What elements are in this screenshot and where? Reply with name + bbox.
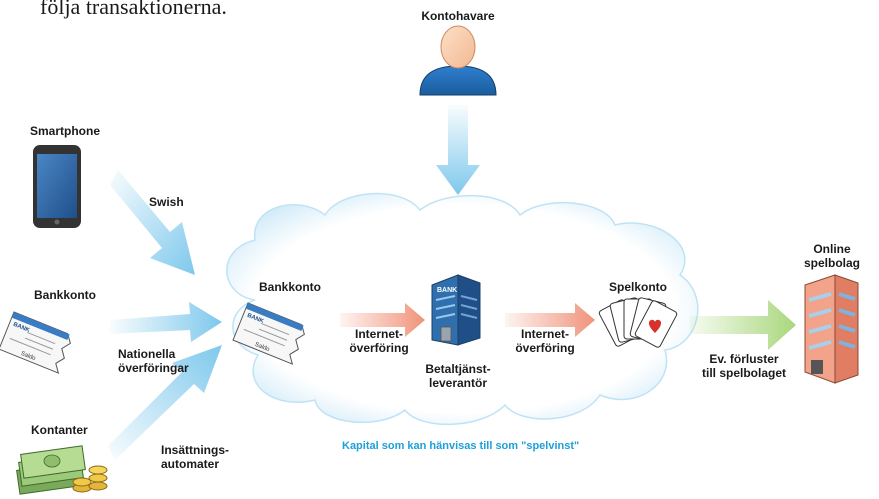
internet-transfer-2-label: Internet- överföring [515,327,575,355]
internet-transfer-arrow-2 [505,303,595,337]
person-icon [419,25,497,96]
losses-arrow [690,300,796,350]
cloud-caption: Kapital som kan hänvisas till som "spelv… [342,440,580,452]
cash-icon [16,445,108,495]
online-gaming-company-label: Online spelbolag [803,242,860,270]
swish-label: Swish [149,195,184,209]
bank-building-label: BANK [437,287,457,294]
account-holder-label: Kontohavare [421,9,495,23]
gaming-company-building-icon [804,274,859,384]
bank-building-icon: BANK [431,274,481,346]
payment-provider-label: Betaltjänst- leverantör [425,362,491,390]
gaming-account-label: Spelkonto [609,280,668,294]
internet-transfer-arrow-1 [340,303,425,337]
account-holder-arrow [436,105,480,195]
heading-text: följa transaktionerna. [40,0,227,19]
losses-label: Ev. förluster till spelbolaget [701,352,786,380]
saldo-label-left: Saldo [20,351,37,363]
bank-account-cloud-label: Bankkonto [259,280,322,294]
saldo-label-cloud: Saldo [254,342,271,354]
national-transfers-arrow [110,302,222,342]
internet-transfer-1-label: Internet- överföring [349,327,409,355]
bank-statement-icon-cloud: BANK Saldo [232,302,305,365]
national-transfers-label: Nationella överföringar [118,347,189,375]
cash-label: Kontanter [31,423,88,437]
bank-statement-icon-left: BANK Saldo [0,311,71,374]
deposit-machines-arrow [108,345,222,460]
smartphone-icon [33,145,81,228]
playing-cards-icon [598,297,678,348]
bank-account-left-label: Bankkonto [34,288,97,302]
swish-arrow [110,170,195,275]
deposit-machines-label: Insättnings- automater [161,443,229,471]
smartphone-label: Smartphone [30,124,101,138]
